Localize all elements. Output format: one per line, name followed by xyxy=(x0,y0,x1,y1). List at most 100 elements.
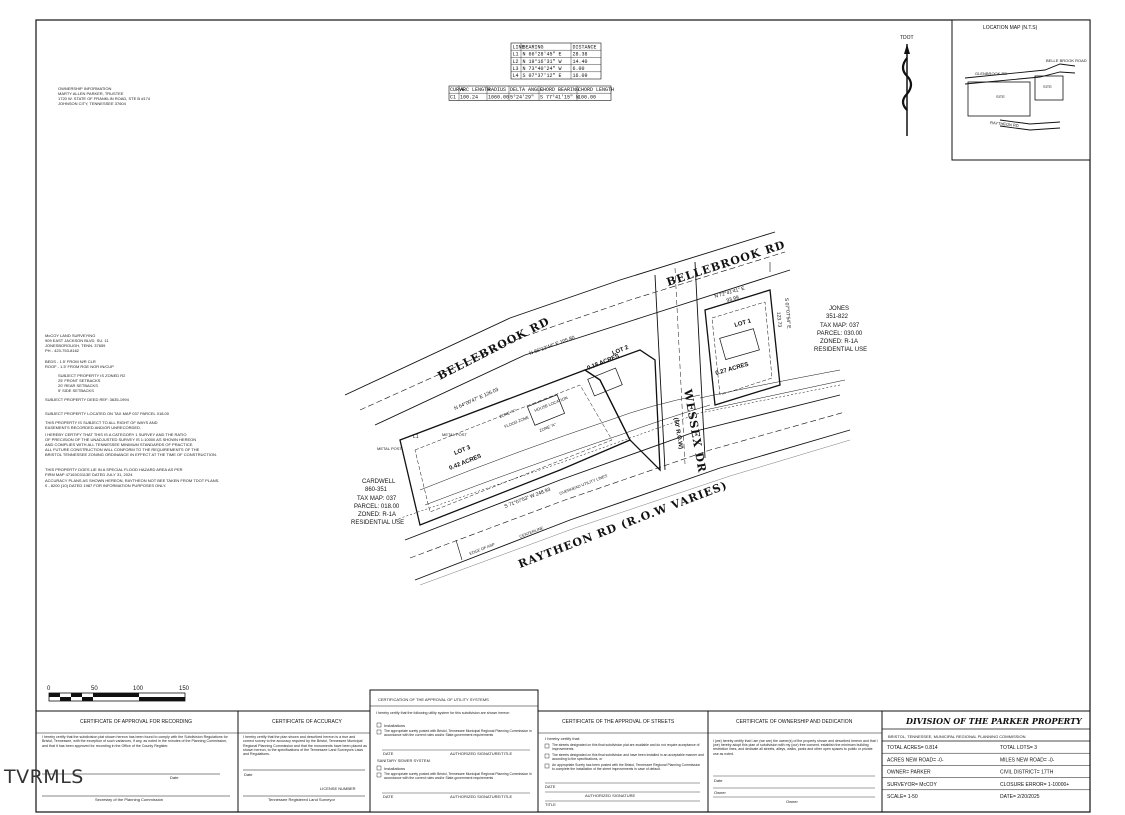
curve-table-header: CURVE xyxy=(450,87,465,93)
plat-note: EASEMENTS RECORDED AND/OR UNRECORDED. xyxy=(45,425,141,430)
cert-utility-item-1: Installations xyxy=(384,723,405,728)
owner-info: OWNERSHIP INFORMATION MARTY ALLEN PARKER… xyxy=(58,86,151,106)
cert-recording-date-label: Date xyxy=(170,775,179,780)
location-map-title: LOCATION MAP (N.T.S) xyxy=(983,25,1038,31)
line-table-cell: 14.40 xyxy=(573,59,588,65)
surveyor-line-2: 909 EAST JACKSON BLVD. SU. 11 xyxy=(45,338,109,343)
cardwell-line-6: RESIDENTIAL USE xyxy=(351,520,404,526)
line-table-cell: L4 xyxy=(513,73,519,79)
title-block-cell: SCALE= 1-50 xyxy=(887,794,918,800)
curve-table-header: DELTA ANGLE xyxy=(510,87,543,93)
cert-utility: CERTIFICATION OF THE APPROVAL OF UTILITY… xyxy=(376,697,532,799)
title-block-cell: SURVEYOR= McCOY xyxy=(887,782,937,788)
house-lot2 xyxy=(587,367,623,397)
cert-ownership-date-label: Date xyxy=(714,778,723,783)
plat-note: SUBJECT PROPERTY LOCATED ON TAX MAP 037 … xyxy=(45,411,170,416)
lot1-label: LOT 1 xyxy=(734,318,753,329)
line-table-cell: 28.38 xyxy=(573,52,588,58)
line-table-cell: N 66°28'45" E xyxy=(523,52,562,58)
lot3-acres: 0.42 ACRES xyxy=(449,454,483,472)
cert-ownership-owner-label-2: Owner xyxy=(786,799,798,804)
cert-streets-item-1: The streets designated on this final sub… xyxy=(552,743,700,751)
cert-recording: CERTIFICATE OF APPROVAL FOR RECORDING I … xyxy=(42,719,230,802)
curve-table-cell: 100.00 xyxy=(578,94,596,100)
line-table-cell: 6.00 xyxy=(573,66,585,72)
line-table-cell: N 73°40'24" W xyxy=(523,66,562,72)
location-map-road-2: BELLE BROOK ROAD xyxy=(1046,58,1087,63)
label-metal-post-1: METAL POST xyxy=(377,446,402,451)
cert-streets-title-label: TITLE xyxy=(545,802,556,807)
cert-utility-date-1: DATE xyxy=(383,751,394,756)
cert-utility-auth-2: AUTHORIZED SIGNATURE/TITLE xyxy=(450,794,512,799)
cert-utility-body: I hereby certify that the following util… xyxy=(376,711,510,715)
cert-ownership-owner-label: Owner xyxy=(714,790,726,795)
cert-utility-title: CERTIFICATION OF THE APPROVAL OF UTILITY… xyxy=(378,697,489,702)
curve-table-cell: S 77°41'15" W xyxy=(540,94,579,100)
label-overhead-lines: OVERHEAD UTILITY LINES xyxy=(559,473,609,496)
title-block: DIVISION OF THE PARKER PROPERTY BRISTOL,… xyxy=(882,716,1090,800)
cert-streets-title: CERTIFICATE OF THE APPROVAL OF STREETS xyxy=(562,719,675,725)
label-metal-post-2: METAL POST xyxy=(442,432,467,437)
line-table-cell: L1 xyxy=(513,52,519,58)
curve-table-header: CHORD BEARING xyxy=(540,87,579,93)
owner-info-line-4: JOHNSON CITY, TENNESSEE 37604 xyxy=(58,101,127,106)
cardwell-line-3: TAX MAP: 037 xyxy=(357,496,397,502)
curve-table-header: ARC LENGTH xyxy=(460,87,490,93)
title-block-cell: MILES NEW ROAD= -0- xyxy=(1000,757,1055,763)
cert-accuracy-title: CERTIFICATE OF ACCURACY xyxy=(272,719,342,725)
label-zone-x: ZONE "X" xyxy=(499,407,518,418)
bearing-4: 93.99 xyxy=(726,295,740,304)
owner-info-line-2: MARTY ALLEN PARKER, TRUSTEE xyxy=(58,91,124,96)
cert-utility-auth-1: AUTHORIZED SIGNATURE/TITLE xyxy=(450,751,512,756)
label-zone-a: ZONE "A" xyxy=(539,421,558,432)
cert-streets-auth-label: AUTHORIZED SIGNATURE xyxy=(585,793,635,798)
cert-accuracy-body: I hereby certify that the plan shown and… xyxy=(243,735,367,757)
road-label-bellebrook-top: BELLEBROOK RD xyxy=(665,238,787,289)
plat-note: 5' SIDE SETBACKS xyxy=(58,388,94,393)
line-table-header: LINE xyxy=(513,44,525,50)
title-block-cell: CIVIL DISTRICT= 17TH xyxy=(1000,770,1054,776)
jones-line-1: JONES xyxy=(829,306,849,312)
jones-line-6: RESIDENTIAL USE xyxy=(814,347,867,353)
cert-recording-title: CERTIFICATE OF APPROVAL FOR RECORDING xyxy=(80,719,192,725)
title-block-cell: ACRES NEW ROAD= -0- xyxy=(887,757,944,763)
line-table-cell: N 19°16'31" W xyxy=(523,59,562,65)
cert-streets-date-label: DATE xyxy=(545,784,556,789)
plat-note: THIS PROPERTY DOES LIE IN A SPECIAL FLOO… xyxy=(45,467,183,472)
plat-note: THIS PROPERTY IS SUBJECT TO ALL RIGHT OF… xyxy=(45,420,158,425)
scale-label-150: 150 xyxy=(179,686,190,692)
cert-streets-body: I hereby certify that: xyxy=(545,736,580,741)
bearing-2: N 64°00'47" E 126.03 xyxy=(453,387,499,412)
curve-table-cell: 100.24 xyxy=(460,94,478,100)
cert-utility-sewer-label: SANITARY SEWER SYSTEM xyxy=(377,758,430,763)
plat-note: I HEREBY CERTIFY THAT THIS IS A CATEGORY… xyxy=(45,432,186,437)
scale-bar: 0 50 100 150 xyxy=(47,686,190,702)
line-table-cell: S 07°37'12" E xyxy=(523,73,562,79)
location-map-site-2: SITE xyxy=(1043,84,1052,89)
lot1-acres: 0.27 ACRES xyxy=(715,362,749,377)
plat-note: FIRM MAP 47163C0113E DATED JULY 31, 2024 xyxy=(45,472,133,477)
title-block-cell: TOTAL ACRES= 0.814 xyxy=(887,745,938,751)
surveyor-line-1: McCOY LAND SURVEYING xyxy=(45,333,95,338)
jones-line-4: PARCEL: 030.00 xyxy=(817,331,863,337)
bearing-1: N 66°13'44" E 105.80 xyxy=(529,335,576,357)
bearing-6: S 07°07'54" E xyxy=(783,298,792,330)
cert-utility-item-3: Installations xyxy=(384,766,405,771)
plat-note: BEDS - 1.5' FROM N/R CLR xyxy=(45,359,96,364)
tvrmls-watermark: TVRMLS xyxy=(4,766,84,788)
plat-note: ACCURACY PLANS AS SHOWN HEREON, RAYTHEON… xyxy=(45,478,219,483)
bearing-7: 123.73 xyxy=(775,312,782,328)
scale-label-100: 100 xyxy=(133,686,144,692)
house-lot1 xyxy=(719,328,760,360)
location-map: LOCATION MAP (N.T.S) GLENBROOK RD BELLE … xyxy=(951,19,1091,161)
title-block-cell: CLOSURE ERROR= 1-10000+ xyxy=(1000,782,1069,788)
jones-line-5: ZONED: R-1A xyxy=(820,339,858,345)
cardwell-line-5: ZONED: R-1A xyxy=(358,512,396,518)
cert-accuracy-sign-label: Tennessee Registered Land Surveyor xyxy=(268,797,336,802)
label-flood-zone: FLOOD ZONE xyxy=(504,414,530,429)
plat-note: 0 - 8200 (10) DATED 1987 FOR INFORMATION… xyxy=(45,483,166,488)
cert-accuracy-license-label: LICENSE NUMBER xyxy=(320,786,356,791)
